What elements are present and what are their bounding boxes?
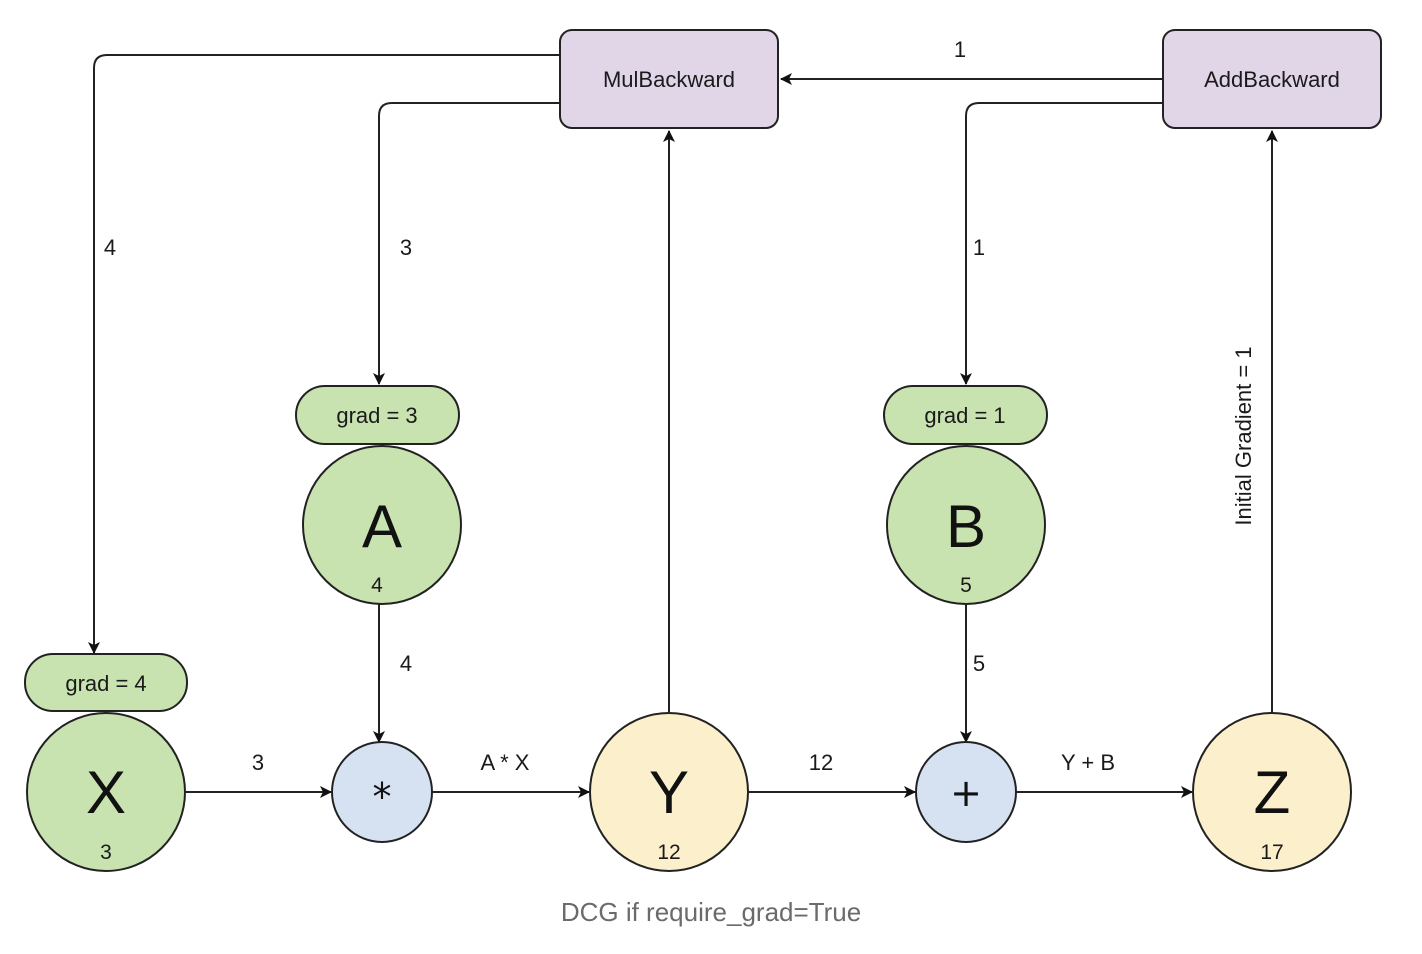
edge-mulbackward-to-a-grad xyxy=(373,102,560,385)
addbackward-node: AddBackward xyxy=(1162,29,1382,129)
grad-pill-b xyxy=(883,385,1048,445)
edge-label-mulbackward-to-a: 3 xyxy=(400,235,412,260)
mulbackward-node: MulBackward xyxy=(559,29,779,129)
addbackward-label: AddBackward xyxy=(1204,67,1340,92)
grad-label-x: grad = 4 xyxy=(65,671,146,696)
figure-caption: DCG if require_grad=True xyxy=(560,897,862,927)
node-letter-x: X xyxy=(86,759,126,826)
operator-symbol-add: + xyxy=(950,771,982,815)
node-value-y: 12 xyxy=(657,841,680,864)
edge-label-addbackward-to-b: 1 xyxy=(973,235,985,260)
node-value-b: 5 xyxy=(960,574,972,597)
grad-label-a: grad = 3 xyxy=(336,403,417,428)
grad-pill-a xyxy=(295,385,460,445)
edge-label-mul-to-y: A * X xyxy=(481,750,530,775)
node-value-z: 17 xyxy=(1260,841,1283,864)
node-value-a: 4 xyxy=(371,574,383,597)
result-node-y: Y 12 xyxy=(589,712,749,872)
operator-symbol-mul: * xyxy=(373,775,392,819)
edge-label-y-to-add: 12 xyxy=(809,750,833,775)
mulbackward-label: MulBackward xyxy=(603,67,735,92)
edge-label-a-to-mul: 4 xyxy=(400,651,412,676)
node-value-x: 3 xyxy=(100,841,112,864)
operator-node-add: + xyxy=(915,741,1017,843)
leaf-node-x: grad = 4 X 3 xyxy=(24,653,188,872)
edge-label-b-to-add: 5 xyxy=(973,651,985,676)
operator-node-mul: * xyxy=(331,741,433,843)
grad-label-b: grad = 1 xyxy=(924,403,1005,428)
leaf-node-a: grad = 3 A 4 xyxy=(295,385,462,605)
grad-pill-x xyxy=(24,653,188,712)
edge-label-add-to-z: Y + B xyxy=(1061,750,1115,775)
node-letter-z: Z xyxy=(1254,759,1291,826)
edge-label-mulbackward-to-x: 4 xyxy=(104,235,116,260)
node-letter-a: A xyxy=(362,493,402,560)
edge-mulbackward-to-x-grad xyxy=(88,54,560,654)
edge-label-addbackward-to-mulbackward: 1 xyxy=(954,37,966,62)
node-letter-y: Y xyxy=(649,759,689,826)
edge-label-initial-gradient: Initial Gradient = 1 xyxy=(1231,346,1256,525)
node-letter-b: B xyxy=(946,493,986,560)
edge-label-x-to-mul: 3 xyxy=(252,750,264,775)
leaf-node-b: grad = 1 B 5 xyxy=(883,385,1048,605)
edge-addbackward-to-b-grad xyxy=(960,102,1163,385)
result-node-z: Z 17 xyxy=(1192,712,1352,872)
